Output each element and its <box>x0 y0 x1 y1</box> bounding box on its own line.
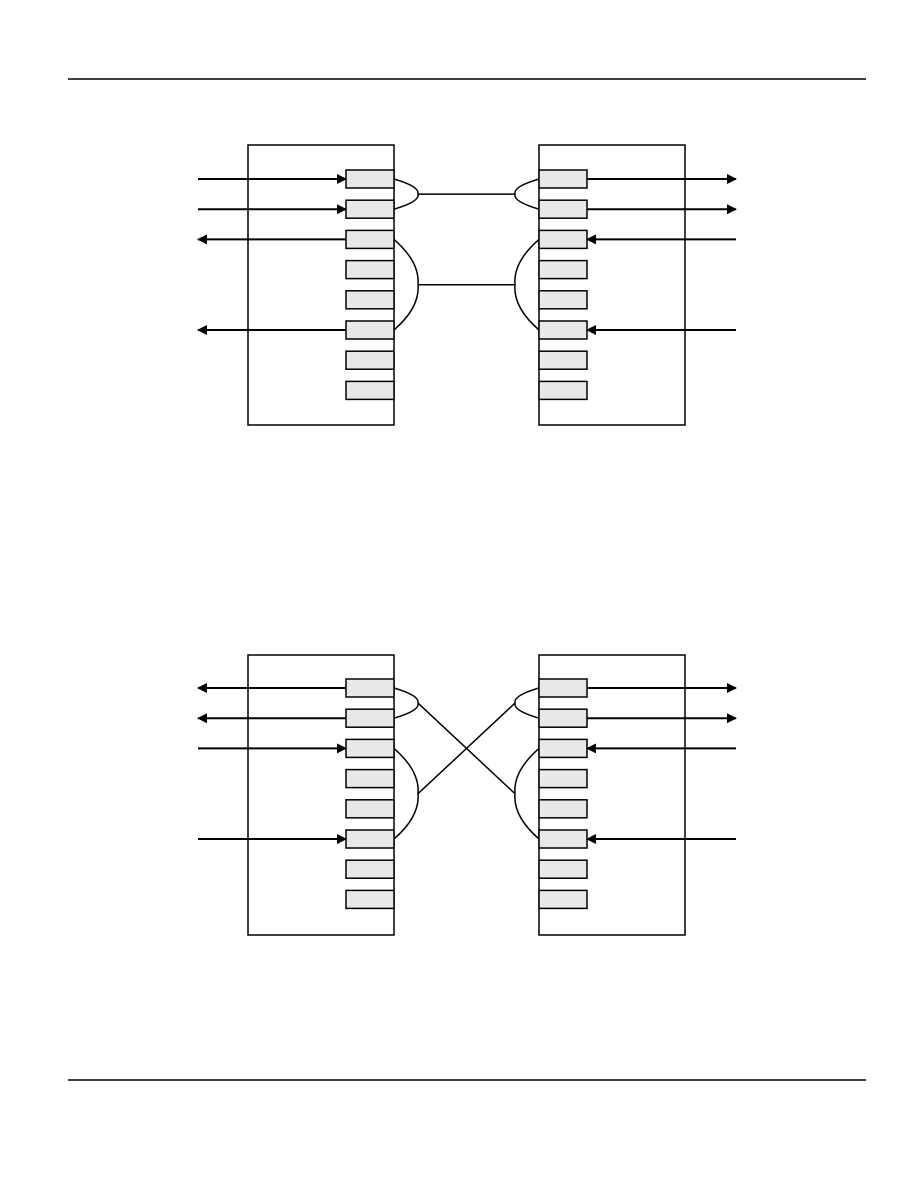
pair-2-link-wire <box>417 702 516 795</box>
left-pair-2-bracket <box>393 238 419 331</box>
left-pin-1 <box>345 169 395 189</box>
right-pair-2-bracket <box>514 687 540 719</box>
left-pin-5 <box>345 290 395 310</box>
left-connector-housing <box>247 144 395 426</box>
crossover-diagram <box>197 654 737 936</box>
left-pin-6 <box>345 320 395 340</box>
right-connector-housing <box>538 654 686 936</box>
right-pin-8 <box>538 889 588 910</box>
left-pin-1 <box>345 678 395 698</box>
right-pin-7 <box>538 350 588 370</box>
left-pin-7 <box>345 859 395 879</box>
straight-through-diagram <box>197 144 737 426</box>
right-pair-2-bracket <box>514 238 540 331</box>
left-pair-1-bracket <box>393 687 419 719</box>
left-pin-5 <box>345 799 395 819</box>
right-pin-3 <box>538 738 588 759</box>
left-pin-2 <box>345 708 395 728</box>
right-pin-8 <box>538 380 588 401</box>
left-connector-housing <box>247 654 395 936</box>
left-pin-6 <box>345 829 395 849</box>
left-pin-7 <box>345 350 395 370</box>
right-pair-1-bracket <box>514 178 540 210</box>
right-pin-1 <box>538 678 588 698</box>
right-pin-3 <box>538 229 588 250</box>
right-connector-housing <box>538 144 686 426</box>
right-pin-5 <box>538 799 588 819</box>
left-pin-8 <box>345 889 395 910</box>
left-pin-2 <box>345 199 395 219</box>
right-pin-4 <box>538 259 588 280</box>
left-pin-3 <box>345 229 395 250</box>
right-pin-1 <box>538 169 588 189</box>
right-pair-1-bracket <box>514 747 540 840</box>
right-pin-2 <box>538 708 588 728</box>
right-pin-4 <box>538 768 588 789</box>
right-pin-6 <box>538 829 588 849</box>
left-pin-4 <box>345 768 395 789</box>
left-pair-1-bracket <box>393 178 419 210</box>
right-pin-2 <box>538 199 588 219</box>
right-pin-6 <box>538 320 588 340</box>
right-pin-7 <box>538 859 588 879</box>
right-pin-5 <box>538 290 588 310</box>
left-pin-8 <box>345 380 395 401</box>
left-pin-4 <box>345 259 395 280</box>
left-pair-2-bracket <box>393 747 419 840</box>
left-pin-3 <box>345 738 395 759</box>
